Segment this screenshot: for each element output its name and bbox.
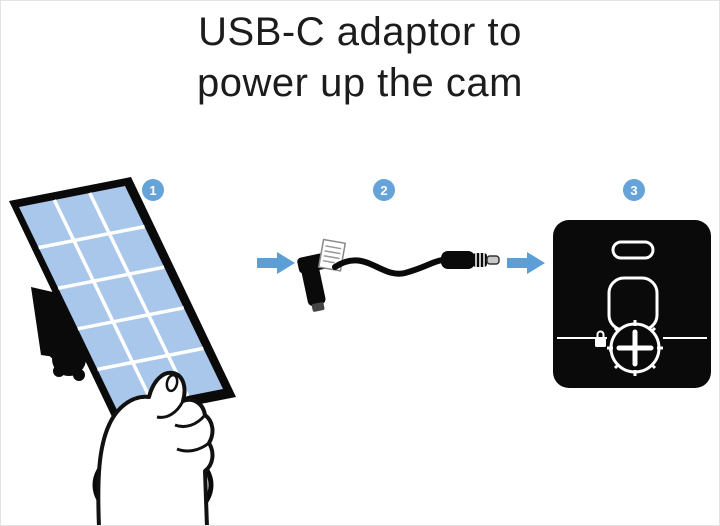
solar-panel-grid	[38, 192, 204, 404]
step-1-number: 1	[149, 182, 157, 198]
step-2-number: 2	[380, 182, 388, 198]
solar-panel-illustration	[9, 177, 236, 525]
step-3-number: 3	[630, 182, 638, 198]
page-title: USB-C adaptor to power up the cam	[1, 7, 719, 109]
cable-wire	[332, 257, 446, 277]
thumbnail	[165, 373, 179, 393]
title-line-1: USB-C adaptor to	[198, 10, 522, 54]
hand-illustration	[96, 370, 215, 525]
right-angle-plug	[297, 252, 331, 312]
thumbscrew-icon	[607, 320, 663, 376]
usb-c-adaptor-cable-illustration	[297, 238, 500, 312]
camera-body	[553, 220, 711, 388]
camera-back-illustration	[553, 220, 711, 388]
usb-c-connector	[441, 251, 500, 269]
usb-c-port-slot	[611, 240, 655, 260]
step-2-badge: 2	[373, 179, 395, 201]
step-3-badge: 3	[623, 179, 645, 201]
right-arrow-icon	[257, 252, 295, 274]
step-1-badge: 1	[142, 179, 164, 201]
right-arrow-icon	[507, 252, 545, 274]
title-line-2: power up the cam	[197, 61, 523, 106]
